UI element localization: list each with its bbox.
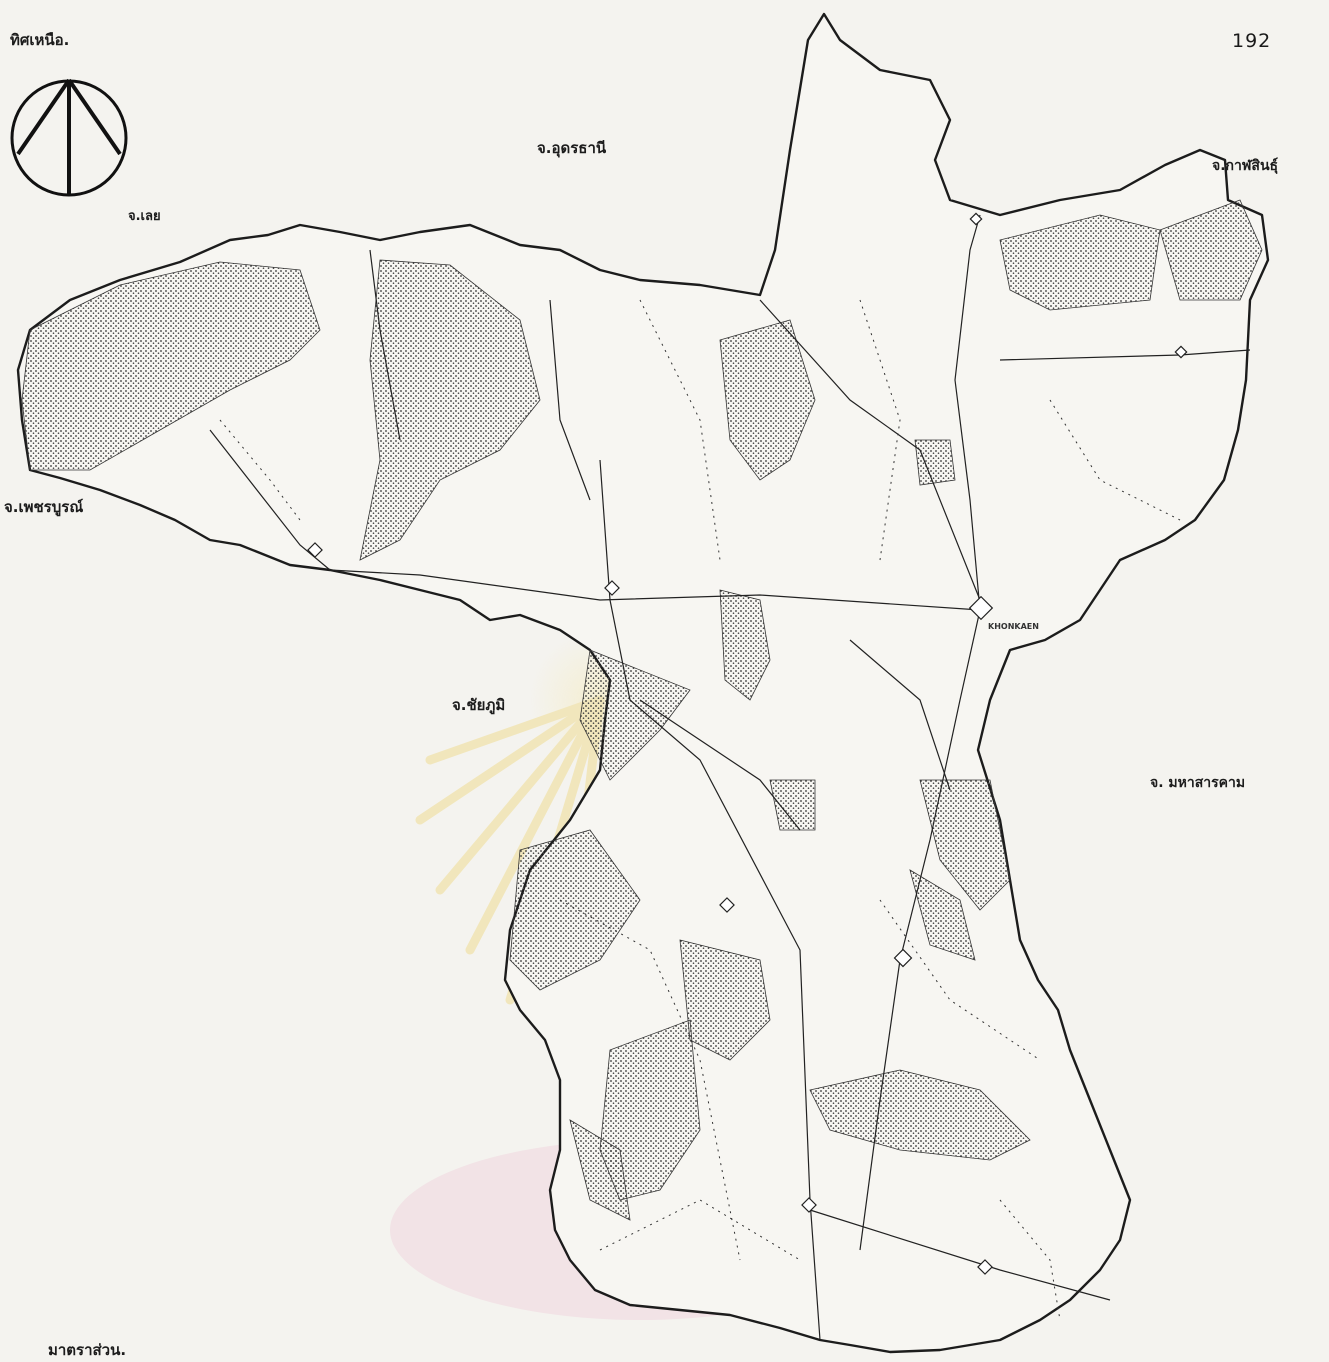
- forest-areas: [21, 199, 1263, 1221]
- town-marker-icon: [307, 542, 323, 558]
- town-markers: [307, 212, 1188, 1275]
- province-label-chaiyaphum: จ.ชัยภูมิ: [452, 696, 506, 714]
- town-marker-icon: [977, 1259, 993, 1275]
- town-marker-icon: [1174, 345, 1188, 359]
- north-arrow-icon: [10, 78, 128, 197]
- province-label-mahasarakham: จ. มหาสารคาม: [1150, 775, 1246, 791]
- north-label: ทิศเหนือ.: [10, 31, 70, 49]
- province-label-loei: จ.เลย: [128, 209, 161, 224]
- province-label-phetchabun: จ.เพชรบูรณ์: [4, 498, 84, 516]
- town-marker-icon: [604, 580, 620, 596]
- province-label-kalasin: จ.กาฬสินธุ์: [1212, 158, 1279, 174]
- town-label-khonkaen: KHONKAEN: [988, 622, 1039, 631]
- town-marker-icon: [969, 212, 983, 226]
- town-marker-icon: [968, 595, 994, 621]
- dotted-boundaries: [219, 299, 1181, 1321]
- town-marker-icon: [801, 1197, 817, 1213]
- scale-label: มาตราส่วน.: [48, 1341, 127, 1359]
- province-label-udon: จ.อุดรธานี: [537, 139, 607, 157]
- town-marker-icon: [719, 897, 735, 913]
- town-marker-icon: [893, 948, 913, 968]
- roads-and-rivers: [209, 214, 1251, 1341]
- page-number: 192: [1232, 30, 1272, 52]
